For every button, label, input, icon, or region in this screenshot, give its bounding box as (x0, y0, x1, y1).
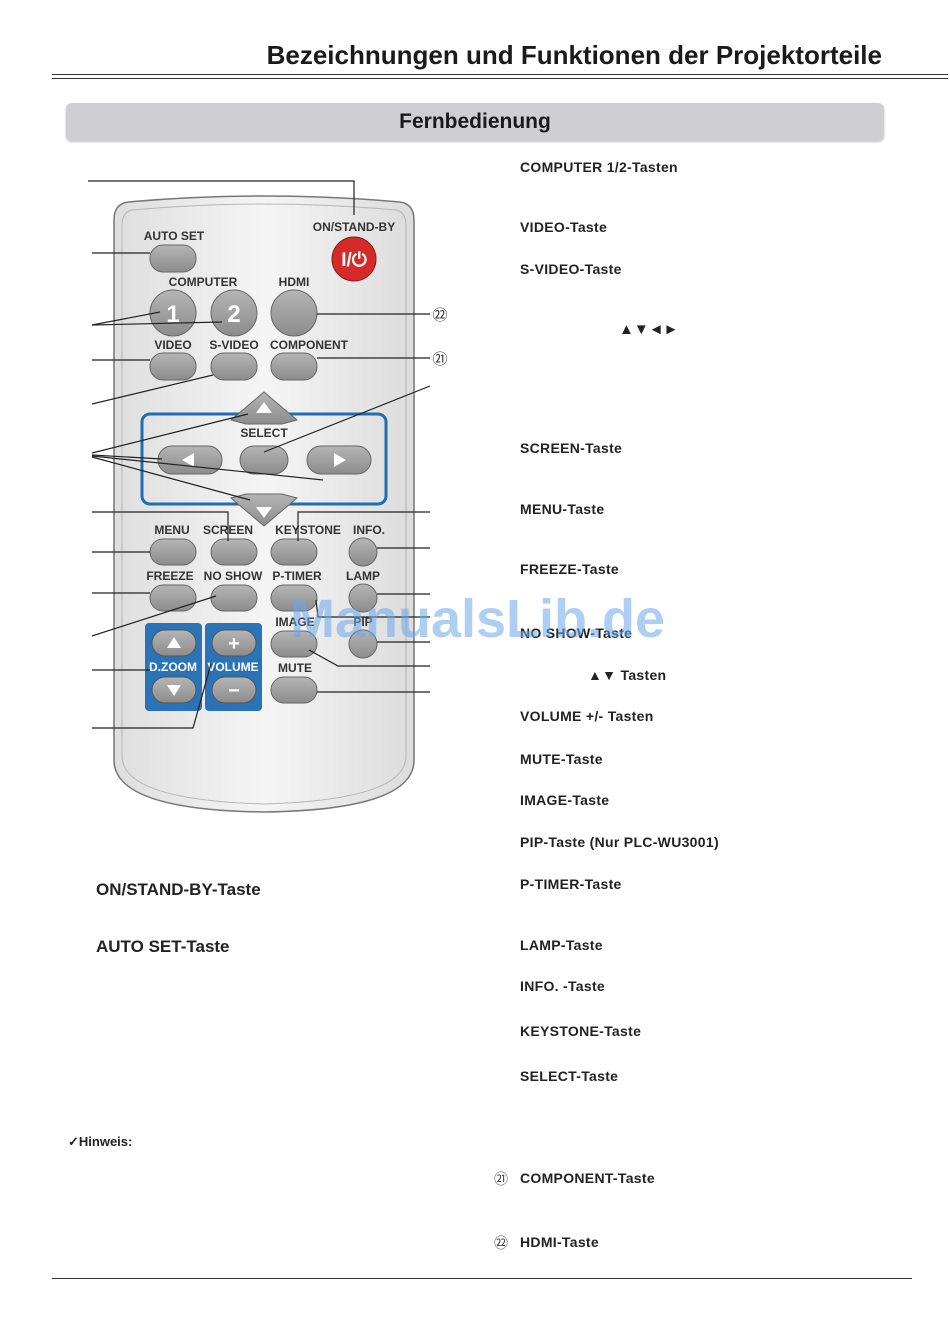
computer-2-label: 2 (227, 301, 240, 328)
video-text: VIDEO (154, 338, 191, 352)
up-arrow-icon (256, 402, 272, 413)
computer-2-button[interactable] (210, 289, 258, 337)
pip-button[interactable] (348, 629, 378, 659)
lamp-button[interactable] (348, 583, 378, 613)
footer-rule (52, 1278, 912, 1279)
screen-button[interactable] (210, 538, 258, 566)
volume-text: VOLUME (207, 660, 258, 674)
freeze-button[interactable] (149, 584, 197, 612)
menu-button[interactable] (149, 538, 197, 566)
page-title: Bezeichnungen und Funktionen der Projekt… (266, 40, 882, 70)
label-component: COMPONENT-Taste (520, 1170, 655, 1186)
hdmi-text: HDMI (279, 275, 310, 289)
on-standby-text: ON/STAND-BY (313, 220, 395, 234)
info-text: INFO. (353, 523, 385, 537)
info-button[interactable] (348, 537, 378, 567)
dzoom-down-icon (167, 685, 181, 696)
remote-diagram: AUTO SET ON/STAND-BY I/⏻ COMPUTER HDMI 1… (88, 180, 448, 813)
hinweis-note: ✓Hinweis: (68, 1134, 133, 1149)
label-dzoom: ▲▼ Tasten (588, 667, 667, 683)
label-on-standby: ON/STAND-BY-Taste (96, 880, 261, 899)
computer-1-label: 1 (166, 301, 179, 328)
s-video-button[interactable] (210, 352, 258, 381)
label-menu: MENU-Taste (520, 501, 605, 517)
callout-22: ㉒ (432, 307, 447, 324)
label-keystone: KEYSTONE-Taste (520, 1023, 642, 1039)
s-video-text: S-VIDEO (209, 338, 258, 352)
freeze-text: FREEZE (146, 569, 193, 583)
label-mute: MUTE-Taste (520, 751, 603, 767)
component-text: COMPONENT (270, 338, 349, 352)
minus-icon: − (228, 680, 240, 702)
auto-set-text: AUTO SET (144, 229, 205, 243)
auto-set-button[interactable] (149, 244, 197, 273)
label-auto-set: AUTO SET-Taste (96, 937, 230, 956)
label-arrows: ▲▼◄► (619, 321, 679, 338)
volume-up-button[interactable] (211, 629, 257, 657)
left-arrow-icon (182, 453, 194, 467)
label-lamp: LAMP-Taste (520, 937, 603, 953)
label-hdmi: HDMI-Taste (520, 1234, 599, 1250)
leader-lines (88, 180, 431, 729)
label-video: VIDEO-Taste (520, 219, 608, 235)
marker-21: ㉑ (494, 1171, 508, 1187)
right-arrow-icon (334, 453, 346, 467)
title-rule-top (52, 74, 948, 75)
label-no-show: NO SHOW-Taste (520, 625, 633, 641)
label-s-video: S-VIDEO-Taste (520, 261, 622, 277)
label-image: IMAGE-Taste (520, 792, 610, 808)
keystone-text: KEYSTONE (275, 523, 341, 537)
section-banner: Fernbedienung (66, 103, 884, 141)
pip-text: PIP (353, 615, 372, 629)
label-pip: PIP-Taste (Nur PLC-WU3001) (520, 834, 719, 850)
volume-down-button[interactable] (211, 676, 257, 704)
watermark: ManualsLib.de (290, 589, 666, 649)
image-text: IMAGE (275, 615, 314, 629)
label-p-timer: P-TIMER-Taste (520, 876, 622, 892)
hdmi-button[interactable] (270, 289, 318, 337)
label-info: INFO. -Taste (520, 978, 606, 994)
p-timer-button[interactable] (270, 584, 318, 612)
label-computer: COMPUTER 1/2-Tasten (520, 159, 678, 175)
label-freeze: FREEZE-Taste (520, 561, 620, 577)
dzoom-text: D.ZOOM (149, 660, 197, 674)
keystone-button[interactable] (270, 538, 318, 566)
video-button[interactable] (149, 352, 197, 381)
down-arrow-icon (256, 507, 272, 518)
plus-icon: + (228, 633, 240, 655)
dzoom-up-icon (167, 637, 181, 648)
power-button[interactable] (331, 236, 377, 282)
component-button[interactable] (270, 352, 318, 381)
p-timer-text: P-TIMER (272, 569, 322, 583)
mute-text: MUTE (278, 661, 312, 675)
no-show-button[interactable] (210, 584, 258, 612)
mute-button[interactable] (270, 676, 318, 704)
callout-21: ㉑ (432, 351, 447, 368)
lamp-text: LAMP (346, 569, 380, 583)
remote-body-inner (121, 203, 407, 805)
select-text: SELECT (240, 426, 288, 440)
no-show-text: NO SHOW (204, 569, 263, 583)
label-volume: VOLUME +/- Tasten (520, 708, 654, 724)
image-button[interactable] (270, 630, 318, 658)
title-rule-bottom (52, 78, 948, 79)
computer-1-button[interactable] (149, 289, 197, 337)
power-icon: I/⏻ (341, 250, 367, 271)
computer-text: COMPUTER (169, 275, 238, 289)
label-screen: SCREEN-Taste (520, 440, 623, 456)
select-button[interactable] (239, 445, 289, 475)
label-select: SELECT-Taste (520, 1068, 619, 1084)
menu-text: MENU (154, 523, 189, 537)
marker-22: ㉒ (494, 1235, 508, 1251)
